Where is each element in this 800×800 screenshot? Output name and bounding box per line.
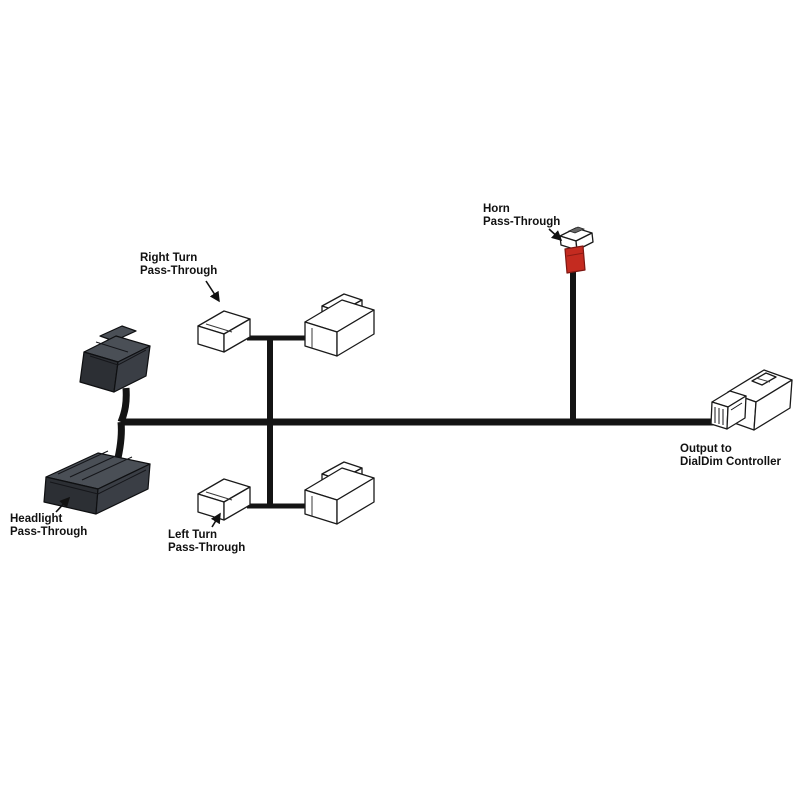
left-turn-label: Left Turn Pass-Through: [168, 529, 246, 554]
headlight-arrow: [55, 496, 71, 513]
left-turn-connector-small: [197, 478, 251, 521]
headlight-connector-bottom: [43, 450, 151, 515]
output-label: Output to DialDim Controller: [680, 443, 781, 468]
left-turn-connector-large: [304, 461, 375, 525]
headlight-connector-top: [79, 325, 151, 393]
horn-label: Horn Pass-Through: [483, 203, 561, 228]
right-turn-connector-small: [197, 310, 251, 353]
horn-connector: [559, 226, 594, 274]
left-turn-arrow: [210, 512, 221, 528]
right-turn-arrow: [205, 280, 220, 303]
horn-red-sleeve: [564, 245, 586, 274]
headlight-top-wire: [117, 387, 130, 424]
headlight-label: Headlight Pass-Through: [10, 513, 88, 538]
right-turn-label: Right Turn Pass-Through: [140, 252, 218, 277]
headlight-bottom-wire: [114, 421, 125, 459]
horn-arrow: [548, 228, 563, 242]
right-turn-connector-large: [304, 293, 375, 357]
output-connector: [710, 369, 793, 431]
